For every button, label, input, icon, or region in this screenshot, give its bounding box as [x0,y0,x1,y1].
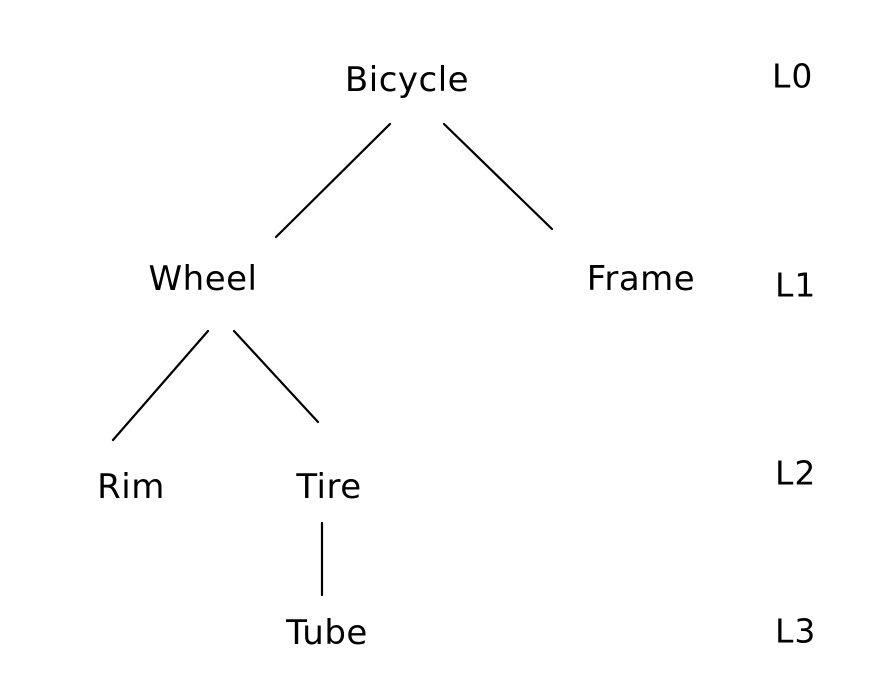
node-rim[interactable]: Rim [97,467,165,507]
level-label-l1: L1 [775,265,817,305]
edge-bicycle-frame [442,122,554,231]
level-label-l0: L0 [772,56,814,96]
node-wheel[interactable]: Wheel [148,259,258,299]
node-bicycle[interactable]: Bicycle [344,60,470,100]
level-label-l3: L3 [775,611,817,651]
node-frame[interactable]: Frame [586,259,696,299]
node-tube[interactable]: Tube [286,613,368,653]
edge-wheel-rim [111,329,210,442]
node-tire[interactable]: Tire [296,467,362,507]
edge-bicycle-wheel [274,122,392,239]
level-label-l2: L2 [775,453,817,493]
edge-wheel-tire [232,329,320,424]
